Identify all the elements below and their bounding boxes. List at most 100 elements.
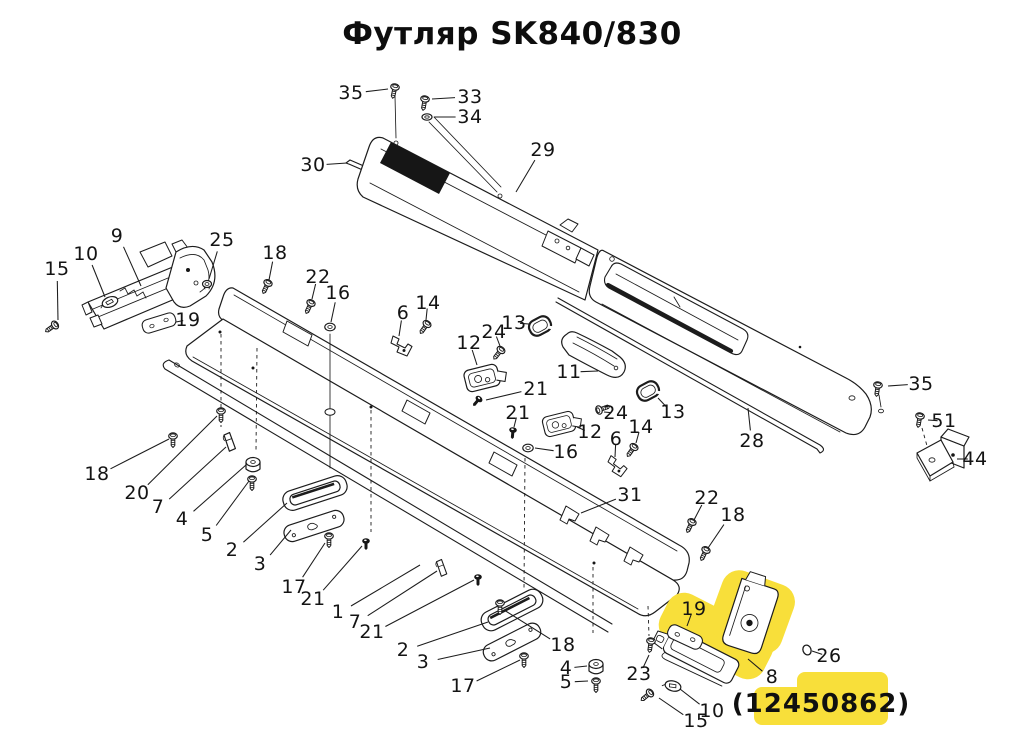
- screw-icon: [913, 411, 926, 429]
- callout-leader-line: [326, 162, 348, 165]
- part-number-callout: 23: [626, 663, 651, 685]
- part-number-callout: 21: [359, 621, 384, 643]
- screw-icon: [324, 532, 334, 549]
- part-number-callout: 18: [550, 634, 575, 656]
- ring-icon: [633, 377, 663, 405]
- callout-leader-line: [367, 570, 438, 617]
- callout-leader-line: [302, 542, 326, 578]
- screw-icon: [591, 677, 601, 694]
- callout-leader-line: [515, 159, 536, 193]
- callout-leader-line: [322, 545, 363, 591]
- part-number-callout: 24: [603, 402, 628, 424]
- plug-screw-icon: [474, 574, 482, 586]
- part-number-callout: 16: [553, 441, 578, 463]
- part-number-callout: 35: [338, 82, 363, 104]
- callout-leader-line: [330, 302, 336, 323]
- callout-leader-line: [268, 261, 274, 281]
- part-number-callout: 25: [209, 229, 234, 251]
- callout-leader-line: [168, 446, 227, 500]
- ring-icon: [525, 312, 555, 340]
- cover-latch-detail: [541, 218, 595, 267]
- callout-leader-line: [269, 529, 292, 556]
- part-number-callout: 7: [349, 611, 362, 633]
- rubber-foot-icon: [588, 658, 604, 675]
- screw-icon: [418, 94, 431, 112]
- screw-icon: [623, 441, 640, 460]
- part-number-callout: 18: [262, 242, 287, 264]
- main-tray: [162, 277, 930, 637]
- part-number-callout: 8: [766, 666, 779, 688]
- callout-leader-line: [534, 447, 554, 452]
- tray-floor: [185, 318, 680, 617]
- highlighted-bracket-assembly: (12450862): [637, 570, 911, 725]
- plug-screw-icon: [508, 426, 518, 440]
- callout-leader-line: [927, 419, 938, 422]
- part-number-callout: 16: [325, 282, 350, 304]
- part-number-callout: 30: [300, 154, 325, 176]
- carriage-bracket-assembly: [42, 239, 216, 336]
- part-number-callout: 31: [617, 484, 642, 506]
- clip-icon: [660, 677, 683, 694]
- callout-leader-line: [215, 480, 250, 526]
- part-number-callout: 15: [683, 710, 708, 732]
- screw-icon: [696, 544, 712, 563]
- callout-leader-line: [576, 426, 586, 431]
- callout-leader-line: [110, 438, 170, 470]
- callout-leader-line: [385, 579, 475, 627]
- part-number-callout: 13: [660, 401, 685, 423]
- part-number-callout: 4: [560, 657, 573, 679]
- slide-plate-icon: [281, 507, 347, 545]
- part-number-callout: 10: [73, 243, 98, 265]
- callout-leader-line: [193, 464, 247, 512]
- screw-icon: [682, 516, 698, 535]
- bracket-plate: [165, 245, 216, 308]
- part-number-callout: 18: [84, 463, 109, 485]
- retainer-tabs-31: [559, 505, 644, 566]
- nut-icon: [201, 279, 213, 290]
- plug-screw-icon: [470, 394, 484, 409]
- part-number-callout: 1: [332, 601, 345, 623]
- screw-icon: [519, 652, 529, 669]
- corner-bracket-44: [913, 411, 970, 482]
- callout-leader-line: [437, 647, 491, 661]
- callout-leader-line: [693, 504, 703, 521]
- callout-leader-line: [519, 322, 530, 325]
- callout-leader-line: [642, 654, 650, 669]
- part-number-callout: 5: [560, 671, 573, 693]
- part-number-callout: 33: [457, 86, 482, 108]
- callout-leader-line: [580, 498, 617, 514]
- part-number-callout: 10: [699, 700, 724, 722]
- part-number-callout: 19: [681, 598, 706, 620]
- callout-leader-line: [657, 397, 668, 408]
- mount-plate-icon: [140, 311, 178, 335]
- callout-leader-line: [614, 444, 617, 458]
- screw-icon: [644, 636, 657, 654]
- callout-leader-line: [243, 502, 288, 543]
- callout-leader-line: [513, 417, 517, 428]
- highlight-label-box: [797, 672, 888, 708]
- callout-leader-line: [476, 659, 521, 682]
- part-number-callout: 20: [124, 482, 149, 504]
- callout-leader-line: [811, 650, 823, 655]
- page-title: Футляр SK840/830: [342, 16, 682, 52]
- callout-leader-line: [471, 349, 478, 366]
- callout-leader-line: [747, 407, 751, 431]
- screw-icon: [301, 297, 317, 316]
- callout-leader-line: [707, 524, 725, 549]
- highlighted-part-number: (12450862): [732, 689, 911, 719]
- callout-leader-line: [686, 614, 692, 627]
- callout-leader-line: [603, 411, 612, 414]
- latch-icon: [462, 360, 510, 394]
- callout-leader-line: [175, 320, 184, 323]
- screw-icon: [42, 319, 61, 336]
- eyelet-icon: [324, 322, 336, 332]
- plug-screw-icon: [362, 538, 370, 550]
- callout-leader-line: [658, 697, 684, 716]
- part-number-callout: 15: [44, 258, 69, 280]
- part-number-callout: 9: [111, 225, 124, 247]
- part-number-callout: 11: [556, 361, 581, 383]
- top-cover-assembly: [356, 82, 884, 436]
- part-number-callout: 21: [300, 588, 325, 610]
